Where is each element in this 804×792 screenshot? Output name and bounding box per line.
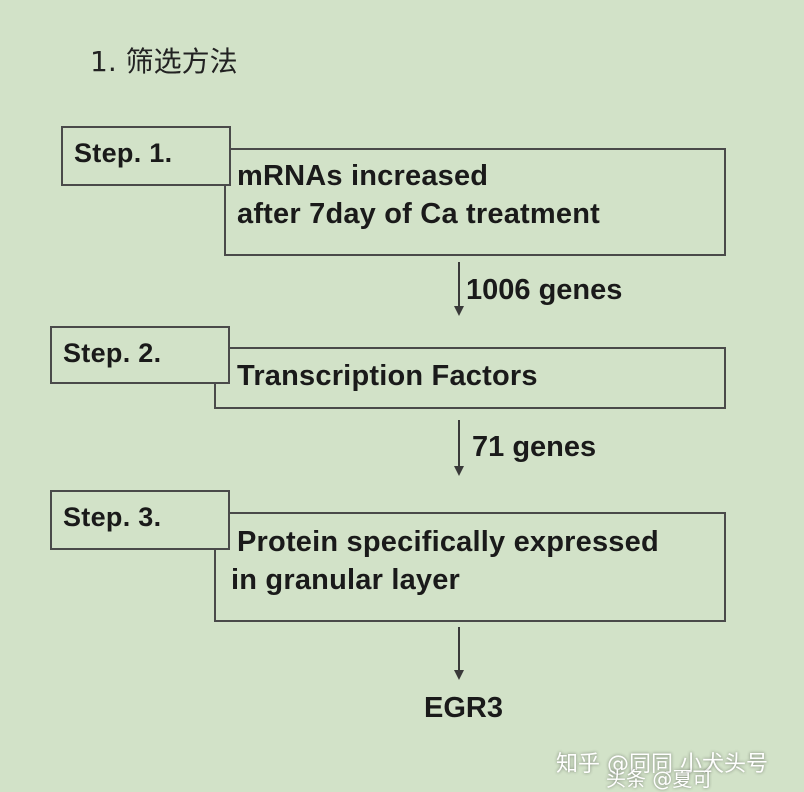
step-1-label: Step. 1. [74,138,173,168]
step-2-content-box [214,347,726,409]
arrow-2-label: 71 genes [472,431,597,463]
step-3-content-box [214,512,726,622]
result-label: EGR3 [424,692,503,724]
step-2-label-box [50,326,230,384]
arrow-3 [454,627,464,680]
arrow-1 [454,262,464,316]
step-1-label-box [61,126,231,186]
arrow-2 [454,420,464,476]
step-2-line-1: Transcription Factors [237,360,538,392]
toutiao-watermark: 头条 @夏可 [606,767,713,791]
step-3-line-1: Protein specifically expressed [237,526,659,558]
step-2-label: Step. 2. [63,338,162,368]
page-title: 1. 筛选方法 [90,45,238,78]
step-1-line-1: mRNAs increased [237,160,489,192]
step-3-label: Step. 3. [63,502,162,532]
zhihu-watermark: 知乎 @同同 小犬头号 [556,752,768,777]
step-3-line-2: in granular layer [231,564,461,596]
step-1-line-2: after 7day of Ca treatment [237,198,600,230]
arrow-1-label: 1006 genes [466,274,623,306]
step-3-label-box [50,490,230,550]
step-1-content-box [224,148,726,256]
